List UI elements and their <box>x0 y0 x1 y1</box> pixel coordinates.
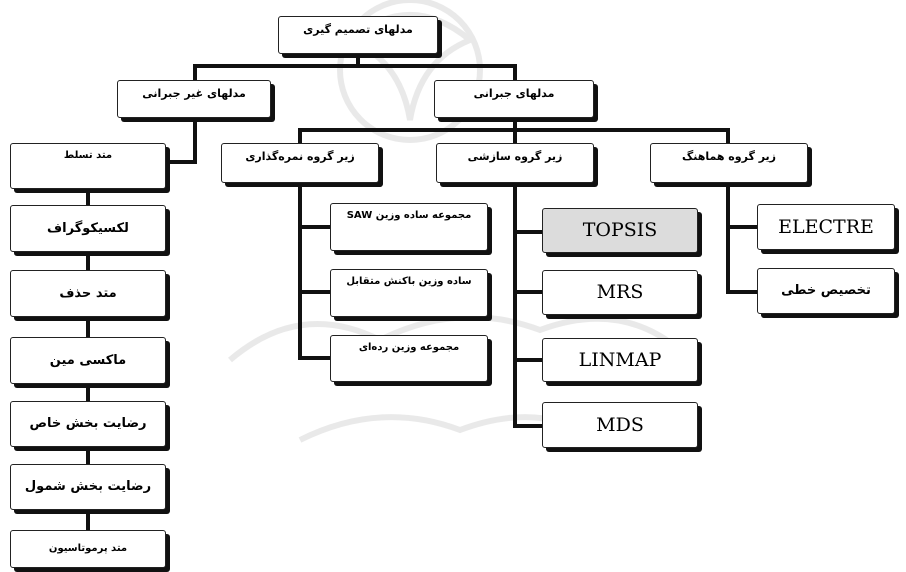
scoring-subgroup-label: زیر گروه نمره‌گذاری <box>245 150 355 163</box>
item-label: تخصیص خطی <box>781 283 871 299</box>
concordance-item: تخصیص خطی <box>757 268 895 314</box>
non-compensatory-item: ماکسی مین <box>10 337 166 384</box>
non-compensatory-item: رضایت بخش شمول <box>10 464 166 510</box>
item-label: متد تسلط <box>63 150 113 161</box>
item-label: مجموعه وزین رده‌ای <box>358 342 460 353</box>
non-compensatory-item: متد حذف <box>10 270 166 317</box>
compromise-item: LINMAP <box>542 338 698 382</box>
item-label: MDS <box>596 413 644 436</box>
root-node: مدلهای تصمیم گیری <box>278 16 438 54</box>
item-label: ELECTRE <box>778 215 874 238</box>
non-compensatory-item: لکسیکوگراف <box>10 205 166 252</box>
root-label: مدلهای تصمیم گیری <box>303 23 413 36</box>
item-label: ساده وزین باکنش متقابل <box>346 276 472 287</box>
item-label: رضایت بخش شمول <box>24 479 152 495</box>
compromise-item-topsis: TOPSIS <box>542 208 698 253</box>
compromise-subgroup-node: زیر گروه سازشی <box>436 143 594 183</box>
non-compensatory-item: رضایت بخش خاص <box>10 401 166 447</box>
item-label: متد پرموتاسیون <box>48 543 128 554</box>
non-compensatory-node: مدلهای غیر جبرانی <box>117 80 271 118</box>
concordance-item: ELECTRE <box>757 204 895 250</box>
non-compensatory-item: متد تسلط <box>10 143 166 189</box>
scoring-subgroup-node: زیر گروه نمره‌گذاری <box>221 143 379 183</box>
compensatory-node: مدلهای جبرانی <box>434 80 594 118</box>
compromise-item: MRS <box>542 270 698 315</box>
compromise-item: MDS <box>542 402 698 448</box>
concordance-subgroup-node: زیر گروه هماهنگ <box>650 143 808 183</box>
scoring-item: ساده وزین باکنش متقابل <box>330 269 488 317</box>
compromise-subgroup-label: زیر گروه سازشی <box>467 150 563 163</box>
item-label: TOPSIS <box>582 219 658 242</box>
concordance-subgroup-label: زیر گروه هماهنگ <box>681 150 777 163</box>
scoring-item: مجموعه وزین رده‌ای <box>330 335 488 382</box>
compensatory-label: مدلهای جبرانی <box>473 87 555 100</box>
item-label: MRS <box>596 281 644 304</box>
item-label: متد حذف <box>59 285 117 301</box>
item-label: رضایت بخش خاص <box>29 416 147 432</box>
item-label: ماکسی مین <box>49 352 127 368</box>
non-compensatory-item: متد پرموتاسیون <box>10 530 166 568</box>
scoring-item: مجموعه ساده وزین SAW <box>330 203 488 251</box>
item-label: مجموعه ساده وزین SAW <box>346 210 472 221</box>
item-label: LINMAP <box>578 348 662 371</box>
non-compensatory-label: مدلهای غیر جبرانی <box>142 87 246 100</box>
item-label: لکسیکوگراف <box>47 220 129 236</box>
